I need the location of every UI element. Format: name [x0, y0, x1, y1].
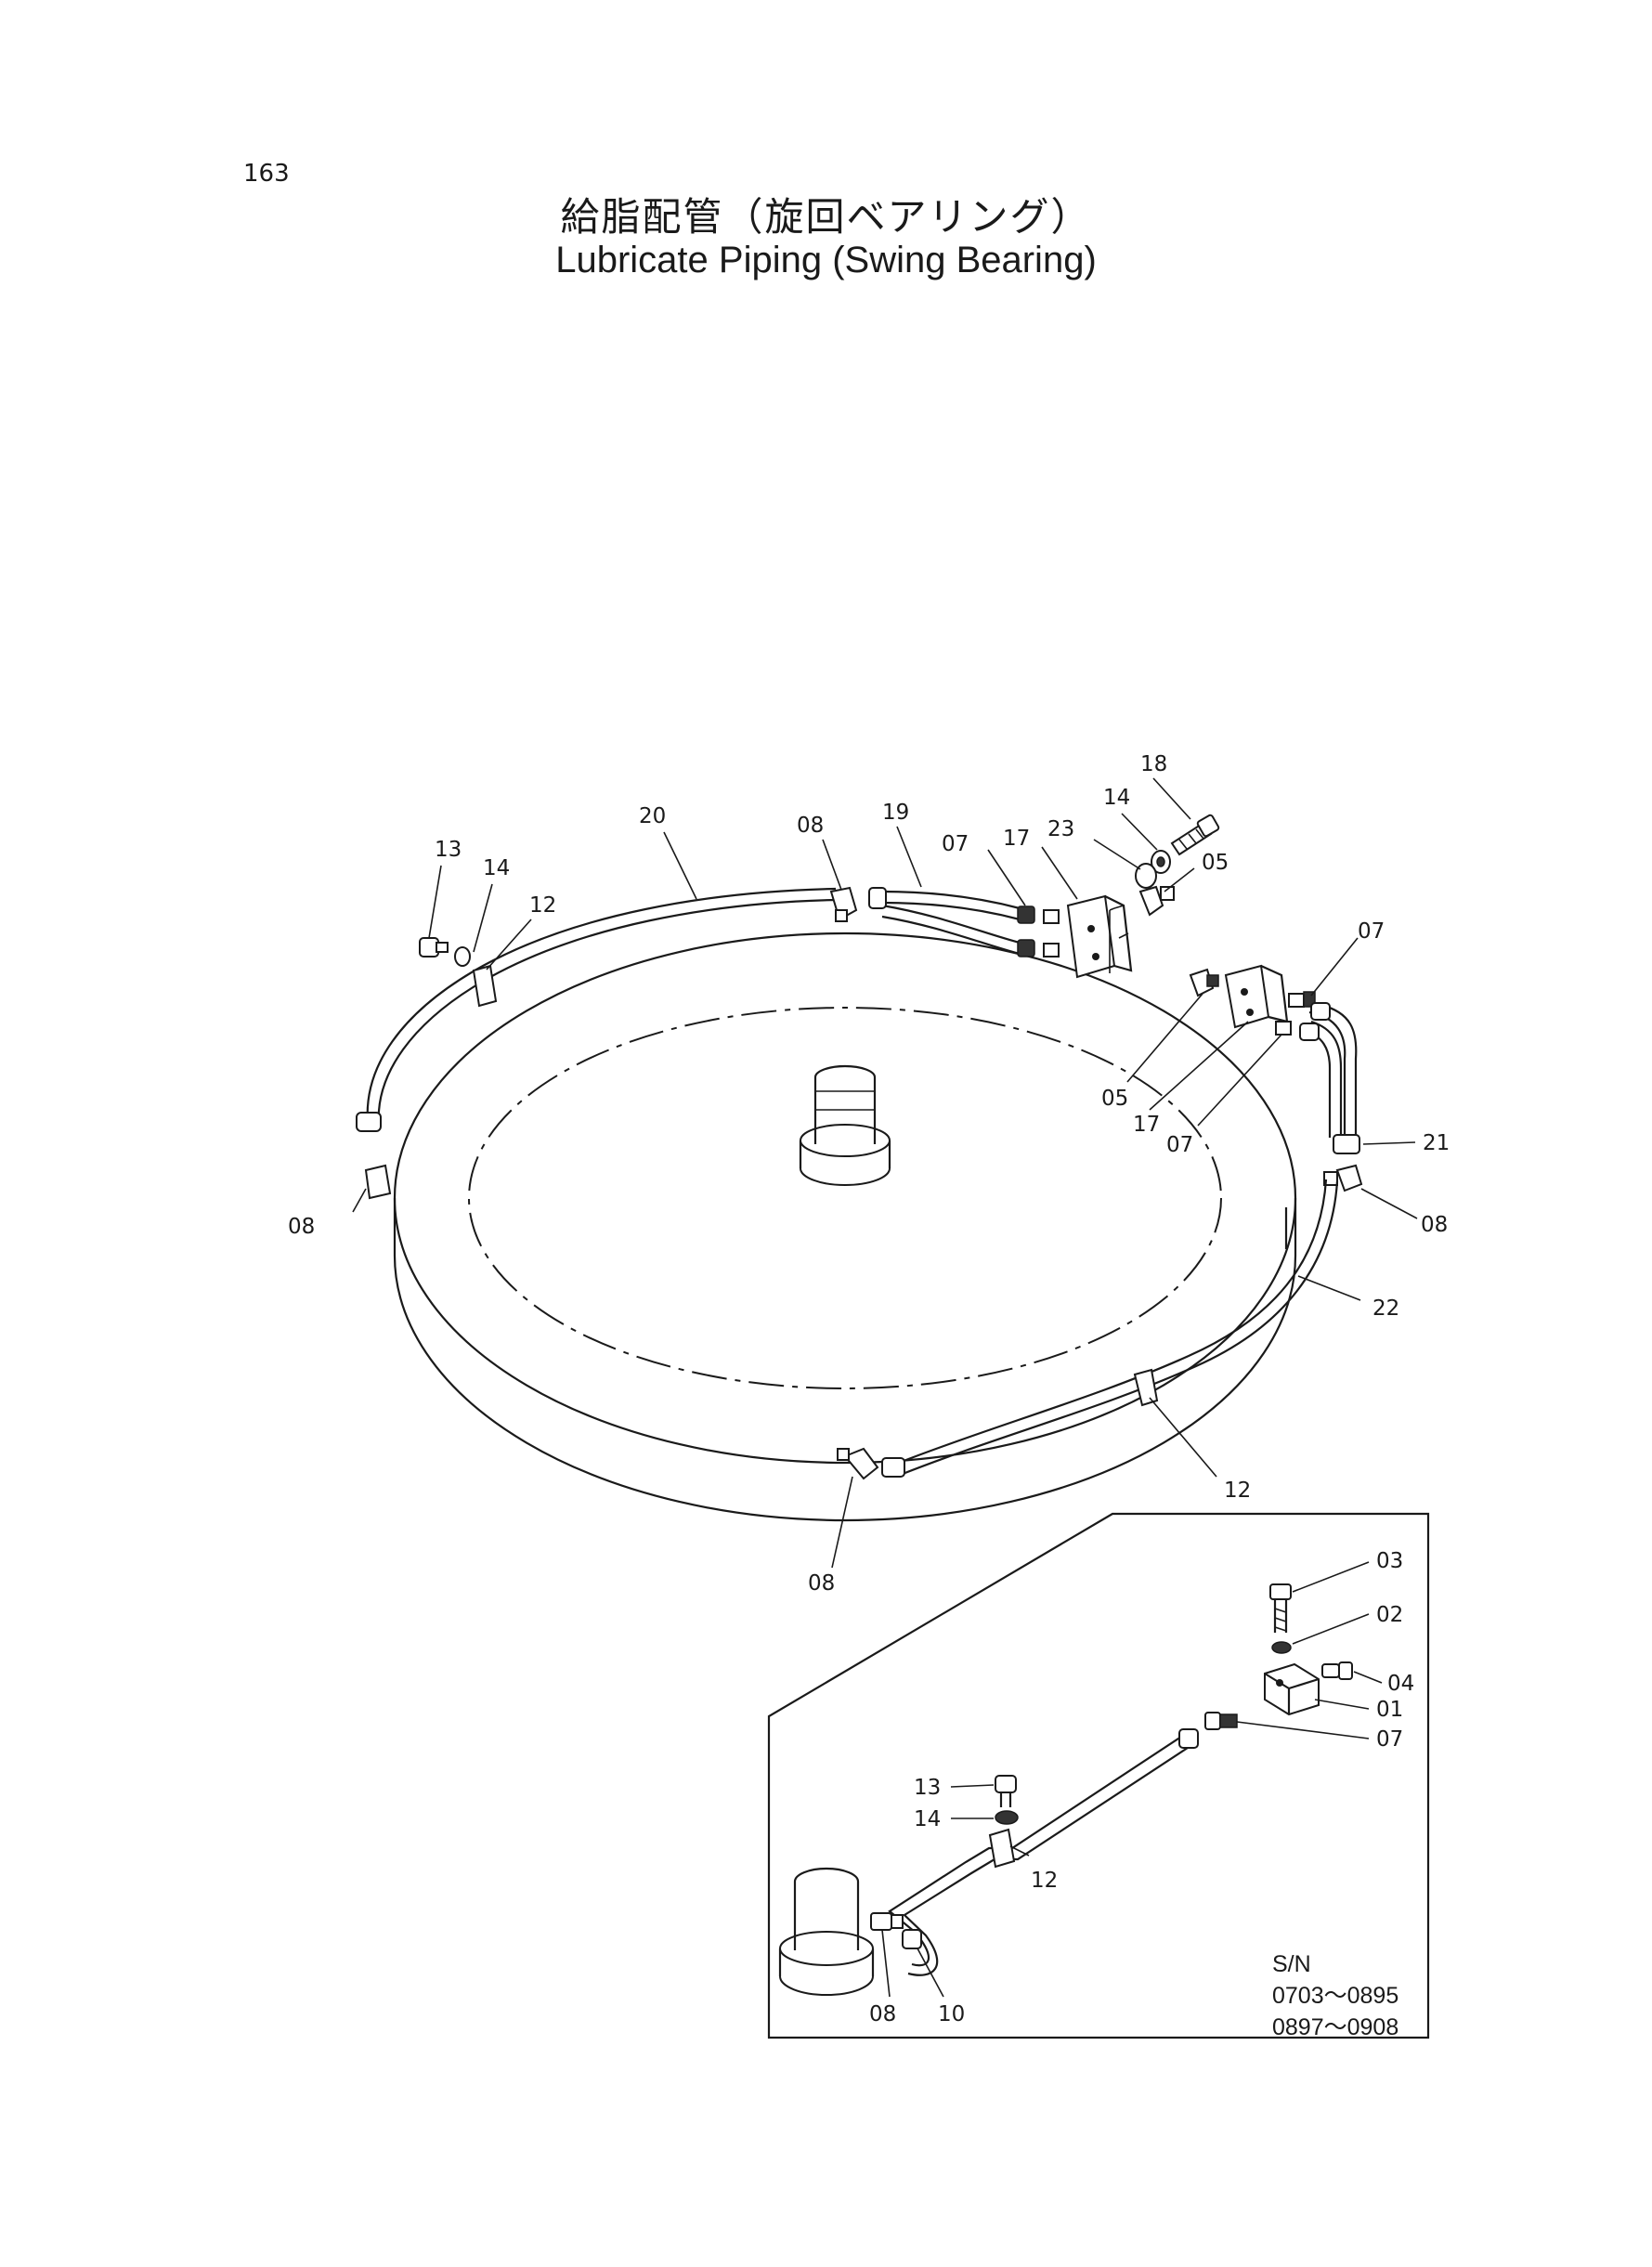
callout-23: 23	[1047, 817, 1074, 841]
callout-18: 18	[1140, 752, 1167, 776]
inset-block-01	[1264, 1662, 1320, 1716]
inset-pipe	[888, 1728, 1199, 1976]
callout-17-lower: 17	[1133, 1113, 1160, 1137]
inset-washer-02	[1271, 1641, 1292, 1654]
callout-17-upper: 17	[1003, 827, 1030, 851]
serial-range-2: 0897～0908	[1272, 2014, 1399, 2040]
serial-label: S/N	[1272, 1951, 1311, 1977]
washer-14-upper	[1151, 850, 1171, 874]
inset-callout-04: 04	[1387, 1672, 1414, 1696]
inset-nut-10	[902, 1929, 922, 1949]
callout-05-upper: 05	[1202, 851, 1229, 875]
callout-07-lower: 07	[1166, 1133, 1193, 1157]
inset-clip-12	[988, 1828, 1016, 1869]
callout-14-upper: 14	[1103, 786, 1130, 810]
inset-callout-08: 08	[869, 2002, 896, 2026]
elbow-fitting-05-upper	[1138, 885, 1175, 917]
callout-08-top: 08	[797, 814, 824, 838]
elbow-fitting-08-top	[829, 886, 858, 922]
callout-08-right: 08	[1421, 1213, 1448, 1237]
callout-05-lower: 05	[1101, 1087, 1128, 1111]
inset-callout-03: 03	[1376, 1549, 1403, 1573]
inset-fitting-07	[1204, 1712, 1238, 1730]
inset-callout-01: 01	[1376, 1698, 1403, 1722]
page-number: 163	[243, 160, 290, 188]
serial-range-1: 0703～0895	[1272, 1983, 1399, 2009]
fittings-07-upper	[1017, 905, 1060, 958]
inset-callout-12: 12	[1031, 1869, 1058, 1893]
bolt-13	[419, 937, 449, 958]
elbow-fitting-08-bottom	[837, 1447, 879, 1480]
inset-detail: 03 02 04 01 07 13 14 12 08 10	[767, 1512, 1430, 2039]
inset-callout-07: 07	[1376, 1727, 1403, 1752]
inset-callout-02: 02	[1376, 1603, 1403, 1627]
swing-bearing-ring	[393, 932, 1297, 1522]
callout-14-left: 14	[483, 856, 510, 880]
inset-callout-13: 13	[914, 1776, 941, 1800]
serial-number-block: S/N 0703～0895 0897～0908	[1272, 1948, 1398, 2043]
inset-callout-14: 14	[914, 1807, 941, 1831]
washer-14-left	[454, 946, 471, 967]
lubricate-pipe-19	[868, 887, 1021, 956]
inset-bolt-13	[995, 1775, 1017, 1807]
callout-20: 20	[639, 804, 666, 828]
clip-12-upper	[472, 964, 498, 1008]
callout-12-lower: 12	[1224, 1479, 1251, 1503]
lubricate-pipe-21	[1299, 1002, 1360, 1154]
elbow-fitting-08-right	[1323, 1164, 1363, 1192]
callout-21: 21	[1423, 1131, 1450, 1155]
callout-08-left: 08	[288, 1215, 315, 1239]
lubricate-pipe-22	[881, 1179, 1339, 1478]
leader-lines	[352, 777, 1418, 1569]
callout-07-right: 07	[1358, 919, 1385, 944]
lubricate-pipe-20	[356, 887, 837, 1132]
inset-washer-14	[995, 1810, 1019, 1825]
elbow-fitting-05-lower	[1189, 968, 1219, 997]
distribution-block-17-lower	[1224, 964, 1289, 1029]
callout-07-upper: 07	[942, 832, 969, 856]
page-title-english: Lubricate Piping (Swing Bearing)	[555, 240, 1097, 280]
bolt-18	[1170, 814, 1220, 856]
elbow-fitting-08-left	[364, 1164, 392, 1200]
washer-23	[1135, 863, 1157, 889]
main-callouts: 18 14 23 05 08 19 07 17 20 13 14 12 07 0…	[288, 752, 1450, 1596]
fittings-07-lower	[1275, 991, 1316, 1036]
inset-fitting-08	[870, 1912, 904, 1931]
callout-13: 13	[435, 838, 462, 862]
inset-bolt-03	[1269, 1583, 1292, 1633]
callout-12-upper: 12	[529, 893, 556, 918]
callout-08-bottom: 08	[808, 1571, 835, 1596]
inset-fitting-04	[1321, 1661, 1353, 1680]
distribution-block-17-upper	[1066, 894, 1133, 979]
inset-callout-10: 10	[938, 2002, 965, 2026]
center-swivel-joint	[799, 1064, 891, 1186]
callout-22: 22	[1372, 1296, 1399, 1321]
page-title-japanese: 給脂配管（旋回ベアリング）	[560, 194, 1092, 240]
clip-12-lower	[1133, 1368, 1159, 1407]
inset-swivel-joint	[778, 1867, 875, 1996]
callout-19: 19	[882, 801, 909, 825]
